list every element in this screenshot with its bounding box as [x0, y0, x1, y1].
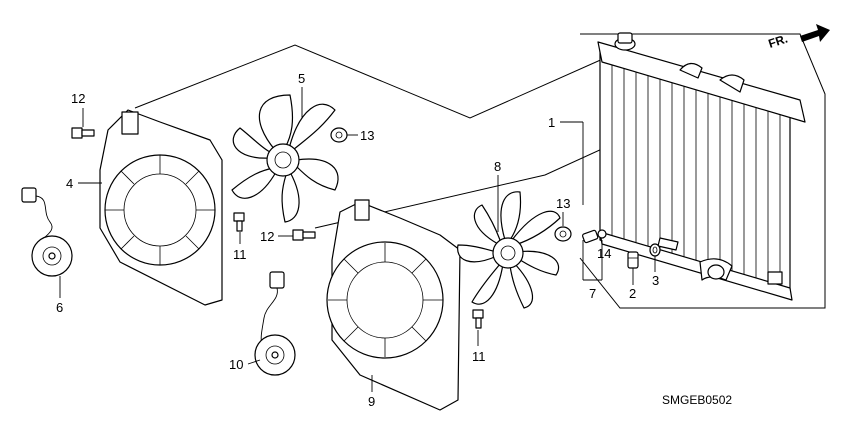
shroud-left-spokes: [105, 155, 215, 265]
fan-shroud-right: [326, 199, 461, 411]
upper-bracket: [719, 74, 745, 93]
fan-shroud-left: [99, 109, 223, 306]
o-ring: [649, 243, 661, 257]
callout-11-right: 11: [472, 349, 486, 364]
fan-motor-right: [254, 271, 296, 376]
callout-4: 4: [66, 176, 73, 191]
callout-5: 5: [298, 71, 305, 86]
callout-12-middle: 12: [260, 229, 274, 244]
motor-left-connector: [21, 187, 37, 203]
thermoswitch: [582, 229, 607, 244]
thermoswitch-washer: [597, 229, 607, 239]
bolt-right: [472, 309, 484, 329]
radiator-mount-lower: [767, 271, 783, 285]
bolt-left: [233, 212, 245, 232]
callout-3: 3: [652, 273, 659, 288]
fan-left-hub: [266, 143, 300, 177]
shroud-right-spokes: [328, 243, 443, 357]
arrow-icon: [800, 24, 830, 42]
callout-13-right: 13: [556, 196, 570, 211]
upper-hose-inlet: [679, 62, 703, 79]
fan-right-hub: [492, 237, 524, 269]
drain-fitting: [657, 237, 679, 251]
leader-lines: [59, 87, 656, 392]
cooling-fan-left: [231, 94, 339, 223]
callout-8: 8: [494, 159, 501, 174]
callout-7: 7: [589, 286, 596, 301]
bolt-upper: [71, 127, 95, 139]
collar-radiator: [554, 226, 572, 242]
callout-1: 1: [548, 115, 555, 130]
callout-2: 2: [629, 286, 636, 301]
callout-10: 10: [229, 357, 243, 372]
drain-plug: [627, 251, 639, 269]
radiator-core-fins: [611, 58, 781, 288]
cooling-fan-right: [457, 191, 561, 309]
diagram-code: SMGEB0502: [662, 393, 732, 407]
callout-14: 14: [597, 246, 611, 261]
bolt-middle: [292, 229, 316, 241]
front-direction-label: FR.: [767, 32, 790, 51]
radiator: [597, 32, 806, 301]
fan-motor-left: [21, 187, 73, 277]
radiator-cap: [617, 32, 633, 44]
callout-13-left: 13: [360, 128, 374, 143]
front-direction-arrow: FR.: [767, 24, 830, 51]
callout-12-upper: 12: [71, 91, 85, 106]
callout-11-left: 11: [233, 247, 247, 262]
shroud-left-bracket: [121, 111, 139, 135]
lower-hose-port: [707, 264, 725, 280]
callouts: 1 2 3 4 5 6 7 8 9 10 11 11 12 12 13 13 1…: [56, 71, 659, 409]
shroud-right-bracket: [354, 199, 370, 221]
callout-6: 6: [56, 300, 63, 315]
callout-9: 9: [368, 394, 375, 409]
collar-left: [330, 127, 348, 143]
motor-right-connector: [269, 271, 285, 289]
